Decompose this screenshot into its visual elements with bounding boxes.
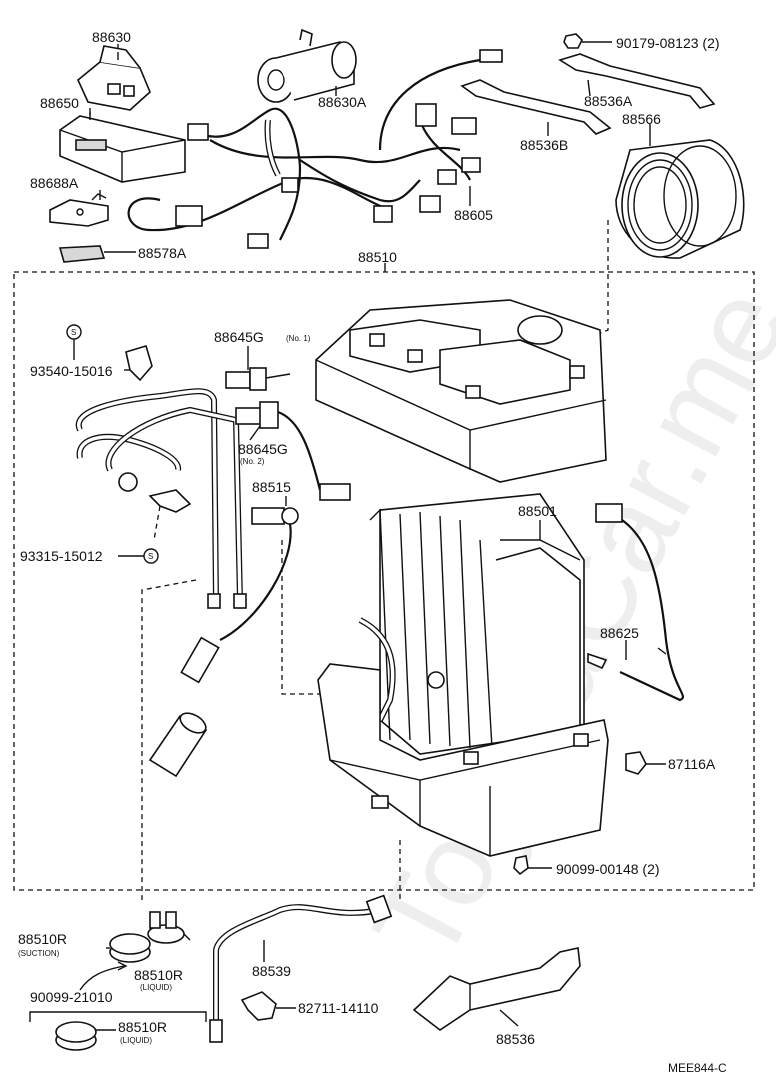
relay-88630-shape (77, 44, 151, 111)
label-88625: 88625 (600, 625, 639, 641)
label-88630A: 88630A (318, 94, 367, 110)
switch-88645G-no2-shape (235, 401, 351, 501)
label-88501: 88501 (518, 503, 557, 519)
pad-88578A-shape (58, 245, 106, 263)
duct-88566-shape (615, 139, 745, 259)
clamp-93540-shape (125, 345, 153, 382)
s-symbol-2-text: S (148, 552, 153, 561)
evaporator-88501-shape (358, 493, 585, 755)
label-88566: 88566 (622, 111, 661, 127)
label-88605: 88605 (454, 207, 493, 223)
screw-90099-00148-shape (513, 855, 529, 876)
insulator-shape (148, 712, 208, 778)
upper-case-shape (315, 299, 607, 483)
label-93315-15012: 93315-15012 (20, 548, 103, 564)
label-90099-21010: 90099-21010 (30, 989, 113, 1005)
label-88510R-liquid-1: 88510R (134, 967, 183, 983)
thermistor-88625-shape (587, 503, 685, 702)
bracket-88536B-shape (460, 79, 612, 135)
nut-90179-shape (563, 33, 583, 49)
plug-88510R-suction-shape (109, 933, 151, 963)
label-88536: 88536 (496, 1031, 535, 1047)
diagram-code: MEE844-C (668, 1061, 727, 1075)
label-88645G-no1-sub: (No. 1) (286, 334, 311, 343)
switch-88645G-no1-shape (225, 367, 291, 391)
label-82711-14110: 82711-14110 (298, 1000, 379, 1016)
label-90179-08123: 90179-08123 (2) (616, 35, 720, 51)
label-88645G-no1: 88645G (214, 329, 264, 345)
bracket-88688A-shape (49, 193, 109, 227)
refrigerant-pipes-shape (75, 388, 247, 609)
label-88688A: 88688A (30, 175, 79, 191)
wire-harness-shape (127, 49, 503, 249)
clip-93315-shape (148, 489, 192, 513)
label-88510R-liquid-1-sub: (LIQUID) (140, 983, 172, 992)
pipe-88539-shape (209, 894, 393, 1043)
label-88539: 88539 (252, 963, 291, 979)
label-88536A: 88536A (584, 93, 633, 109)
label-88510: 88510 (358, 249, 397, 265)
label-90099-00148: 90099-00148 (2) (556, 861, 660, 877)
s-symbol-1-text: S (71, 328, 76, 337)
label-88536B: 88536B (520, 137, 568, 153)
label-88645G-no2: 88645G (238, 441, 288, 457)
label-88578A: 88578A (138, 245, 187, 261)
relay-88630A-shape (257, 28, 357, 103)
lower-case-shape (317, 663, 609, 857)
assembly-boundary (13, 271, 755, 891)
label-88510R-liquid-2: 88510R (118, 1019, 167, 1035)
label-87116A: 87116A (668, 756, 716, 772)
bracket-88536-shape (412, 947, 581, 1031)
label-88510R-suction-sub: (SUCTION) (18, 949, 60, 958)
bracket-88536A-shape (558, 53, 716, 109)
clamp-82711-shape (240, 991, 277, 1021)
label-88650: 88650 (40, 95, 79, 111)
plug-88510R-liquid-1-shape (147, 911, 185, 944)
clip-87116A-shape (625, 751, 647, 775)
label-88510R-liquid-2-sub: (LIQUID) (120, 1036, 152, 1045)
sensor-88515-shape (180, 496, 299, 684)
label-88510R-suction: 88510R (18, 931, 67, 947)
label-88645G-no2-sub: (No. 2) (240, 457, 265, 466)
label-88515: 88515 (252, 479, 291, 495)
label-93540-15016: 93540-15016 (30, 363, 113, 379)
amplifier-88650-shape (59, 112, 186, 183)
plug-88510R-liquid-2-shape (55, 1021, 97, 1051)
label-88630: 88630 (92, 29, 131, 45)
